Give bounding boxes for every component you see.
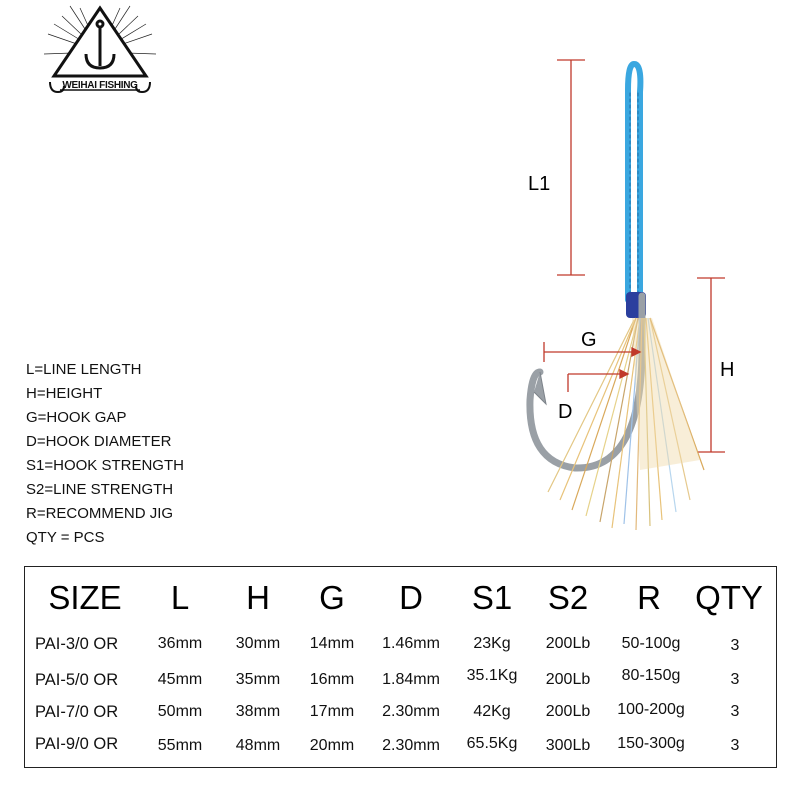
table-cell: 50-100g [621,635,681,652]
table-cell: 2.30mm [382,703,440,720]
table-cell: 150-300g [617,735,685,752]
header-s2: S2 [547,579,589,616]
header-h: H [246,579,270,616]
table-cell: 30mm [235,635,281,652]
table-cell: 23Kg [473,635,511,652]
legend-item: D=HOOK DIAMETER [26,433,172,450]
skirt-sheen [632,318,700,470]
header-d: D [399,579,423,616]
table-cell: 42Kg [473,703,511,720]
header-l: L [170,579,190,616]
table-cell: 38mm [235,703,281,720]
l1-dimension-line [557,59,585,276]
table-cell: 35.1Kg [466,667,518,684]
table-cell: 55mm [157,737,203,754]
d-label: D [558,401,572,423]
g-label: G [581,329,597,351]
spec-table: SIZE L H G D S1 S2 R QTY PAI-3/0 OR 36mm… [24,566,777,768]
table-cell: 200Lb [545,635,591,652]
table-cell: 50mm [157,703,203,720]
legend-item: S2=LINE STRENGTH [26,481,174,498]
table-cell: 1.46mm [382,635,440,652]
flash-skirt [547,317,705,531]
anchor-hook-icon [84,19,116,70]
table-cell: 35mm [235,671,281,688]
brand-logo [43,5,157,94]
legend-item: R=RECOMMEND JIG [26,505,174,522]
header-g: G [319,579,345,616]
table-cell: 3 [730,703,740,720]
table-cell: 14mm [309,635,355,652]
table-cell: 48mm [235,737,281,754]
table-cell: 3 [730,737,740,754]
table-cell: 3 [730,637,740,654]
table-cell: PAI-7/0 OR [35,703,119,721]
g-dimension-line [543,342,642,362]
table-cell: PAI-3/0 OR [35,635,119,653]
braided-line [625,60,644,303]
legend-item: G=HOOK GAP [26,409,127,426]
header-size: SIZE [48,579,122,616]
h-label: H [720,359,734,381]
table-cell: 300Lb [545,737,591,754]
table-cell: 3 [730,671,740,688]
right-hook-icon [135,81,151,94]
table-cell: 80-150g [621,667,681,684]
h-dimension-line [697,277,725,453]
legend-list: L=LINE LENGTH H=HEIGHT G=HOOK GAP D=HOOK… [26,358,184,550]
left-hook-icon [49,81,65,94]
table-cell: 100-200g [617,701,685,718]
hook-point [533,371,547,406]
legend-item: L=LINE LENGTH [26,361,142,378]
table-cell: 65.5Kg [466,735,518,752]
table-cell: 1.84mm [382,671,440,688]
table-cell: 45mm [157,671,203,688]
l1-label: L1 [528,173,550,195]
header-s1: S1 [471,579,513,616]
header-r: R [637,579,661,616]
legend-item: QTY = PCS [26,529,105,546]
table-cell: 2.30mm [382,737,440,754]
header-qty: QTY [695,579,763,616]
table-cell: PAI-5/0 OR [35,671,119,689]
table-cell: 16mm [309,671,355,688]
table-cell: 200Lb [545,671,591,688]
table-cell: 17mm [309,703,355,720]
legend-item: H=HEIGHT [26,385,103,402]
d-dimension-line [567,368,630,392]
table-cell: 36mm [157,635,203,652]
hook-shank [526,292,646,472]
table-cell: PAI-9/0 OR [35,735,119,753]
table-cell: 20mm [309,737,355,754]
table-cell: 200Lb [545,703,591,720]
legend-item: S1=HOOK STRENGTH [26,457,184,474]
brand-name: WEIHAI FISHING [62,80,138,91]
assist-hook-diagram: L1 H G [526,59,734,531]
